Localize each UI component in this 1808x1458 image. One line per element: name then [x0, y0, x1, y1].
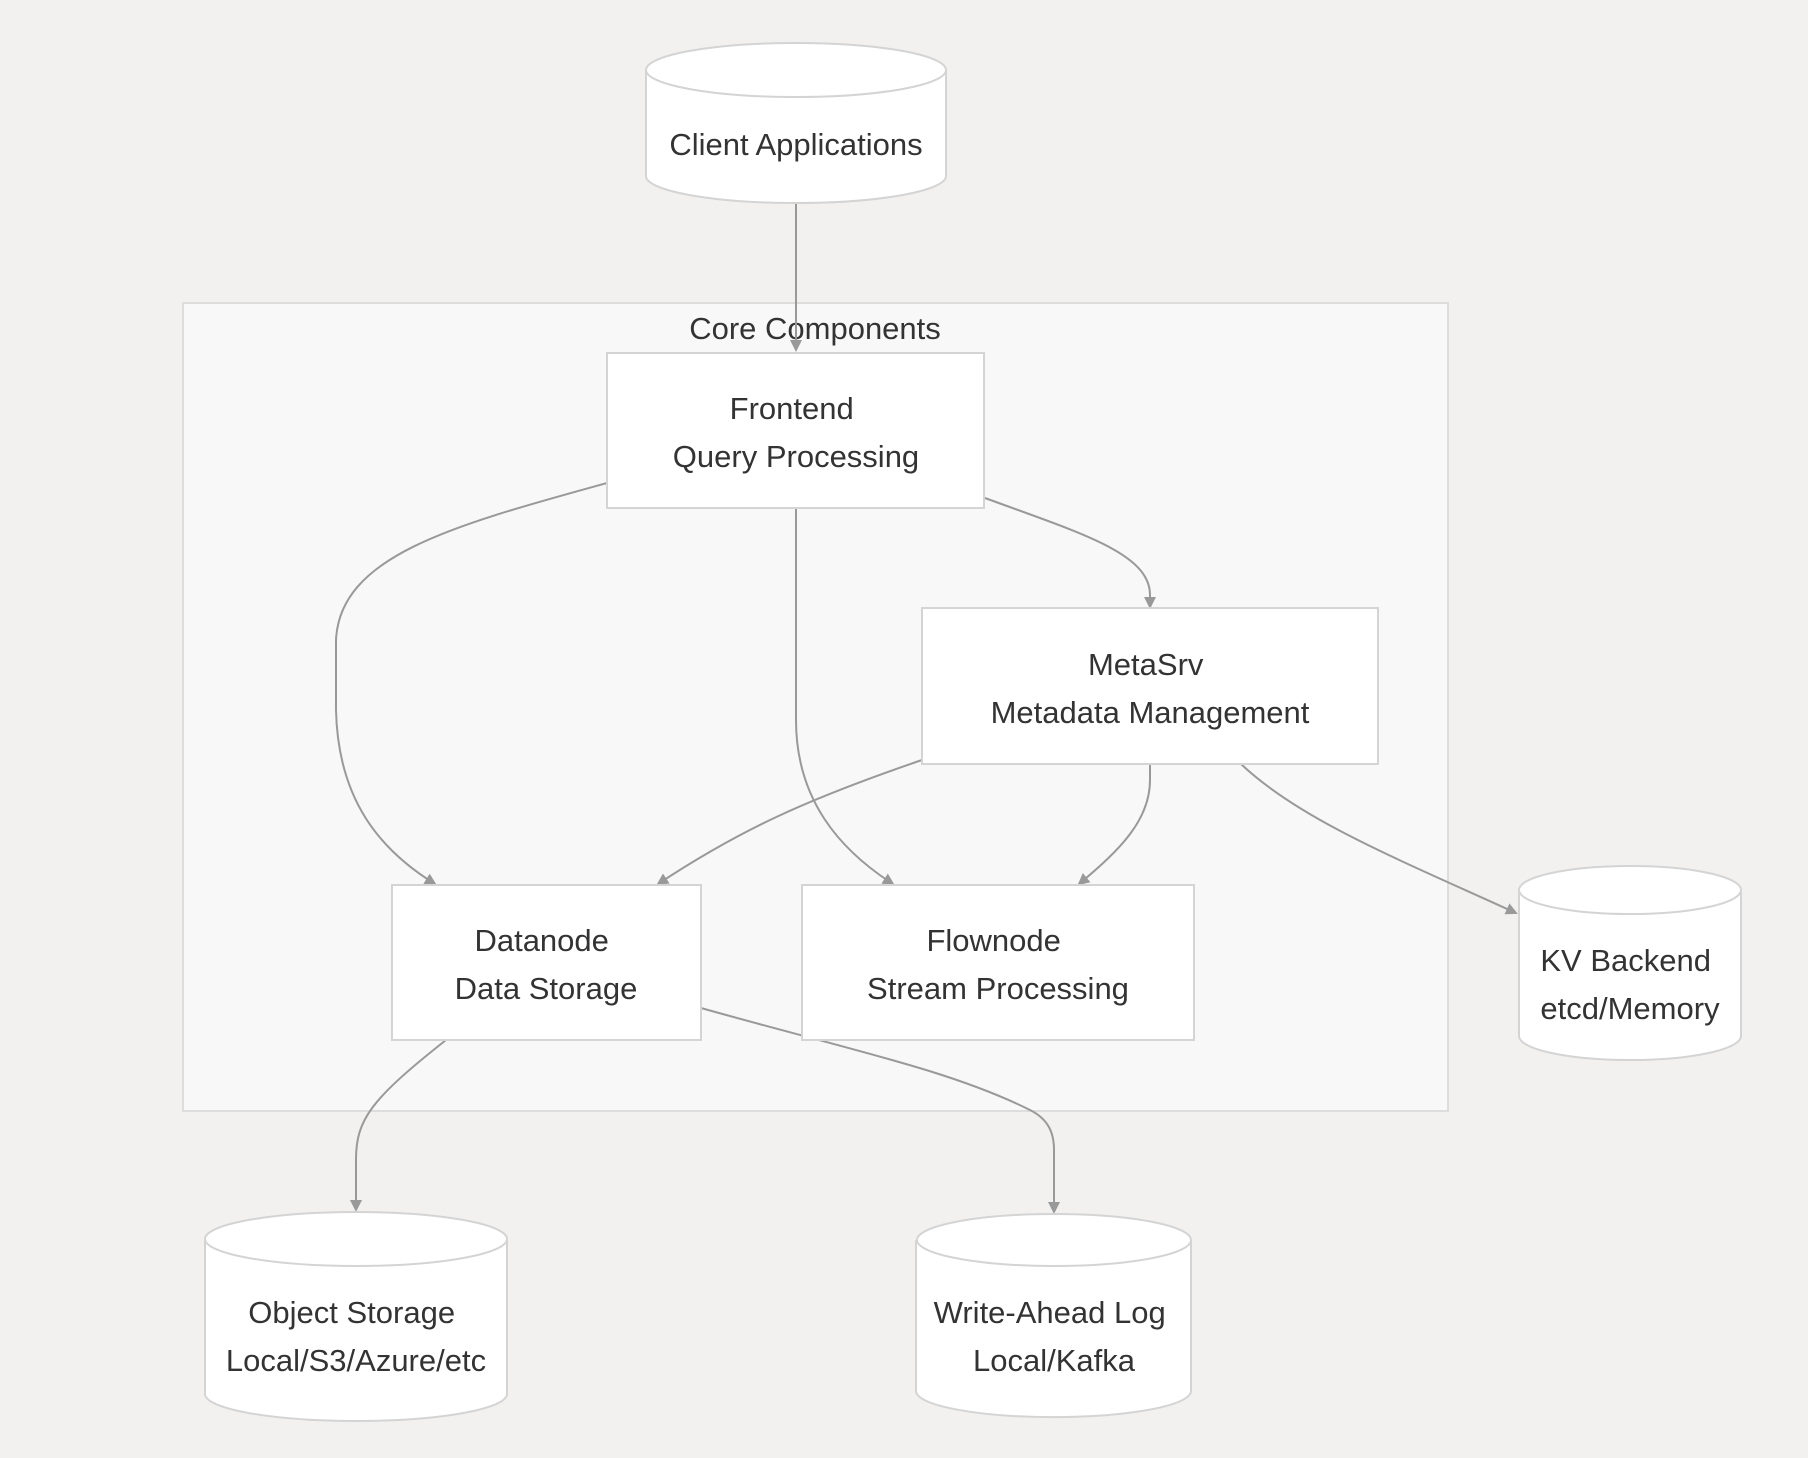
svg-text:Frontend Query Processin: Frontend Query Processing [673, 391, 919, 474]
flownode-subtitle: Stream Processing [867, 971, 1129, 1006]
frontend-title: Frontend [730, 391, 854, 426]
svg-text:MetaSrv Metadata Managem: MetaSrv Metadata Management [991, 647, 1310, 730]
kv-backend-node: KV Backend etcd/Memory [1518, 865, 1742, 1061]
metasrv-node: MetaSrv Metadata Management [921, 607, 1379, 765]
svg-text:Client Applications: Client Applications [669, 127, 922, 162]
svg-text:Flownode Stream Processi: Flownode Stream Processing [867, 923, 1129, 1006]
objstore-subtitle: Local/S3/Azure/etc [226, 1343, 486, 1378]
edge-metasrv-flownode [1077, 764, 1151, 886]
metasrv-title: MetaSrv [1088, 647, 1204, 682]
datanode-subtitle: Data Storage [455, 971, 638, 1006]
objstore-title: Object Storage [248, 1295, 455, 1330]
edge-metasrv-datanode [656, 759, 923, 886]
edges [335, 203, 1518, 1214]
edge-metasrv-kv [1240, 763, 1518, 915]
client-label: Client Applications [669, 127, 922, 162]
kv-subtitle: etcd/Memory [1540, 991, 1720, 1026]
object-storage-node: Object Storage Local/S3/Azure/etc [204, 1211, 508, 1422]
datanode-node: Datanode Data Storage [391, 884, 702, 1041]
group-title: Core Components [689, 311, 941, 346]
flownode-node: Flownode Stream Processing [801, 884, 1195, 1041]
datanode-title: Datanode [474, 923, 608, 958]
write-ahead-log-node: Write-Ahead Log Local/Kafka [915, 1213, 1192, 1419]
edge-datanode-objstore [350, 1039, 447, 1212]
client-applications-node: Client Applications [645, 42, 947, 204]
wal-title: Write-Ahead Log [934, 1295, 1166, 1330]
edge-frontend-metasrv [984, 497, 1156, 609]
edge-frontend-datanode [335, 482, 608, 886]
svg-text:Write-Ahead Log Local/Ka: Write-Ahead Log Local/Kafka [934, 1295, 1175, 1378]
edge-frontend-flownode [795, 509, 895, 886]
wal-subtitle: Local/Kafka [973, 1343, 1136, 1378]
edge-datanode-wal [700, 1007, 1060, 1214]
kv-title: KV Backend [1540, 943, 1711, 978]
metasrv-subtitle: Metadata Management [991, 695, 1310, 730]
frontend-node: Frontend Query Processing [606, 352, 985, 509]
flownode-title: Flownode [926, 923, 1060, 958]
frontend-subtitle: Query Processing [673, 439, 919, 474]
svg-text:Object Storage Local/S3/: Object Storage Local/S3/Azure/etc [226, 1295, 486, 1378]
svg-text:Datanode Data Storage: Datanode Data Storage [455, 923, 638, 1006]
svg-text:KV Backend etcd/Memory: KV Backend etcd/Memory [1540, 943, 1720, 1026]
